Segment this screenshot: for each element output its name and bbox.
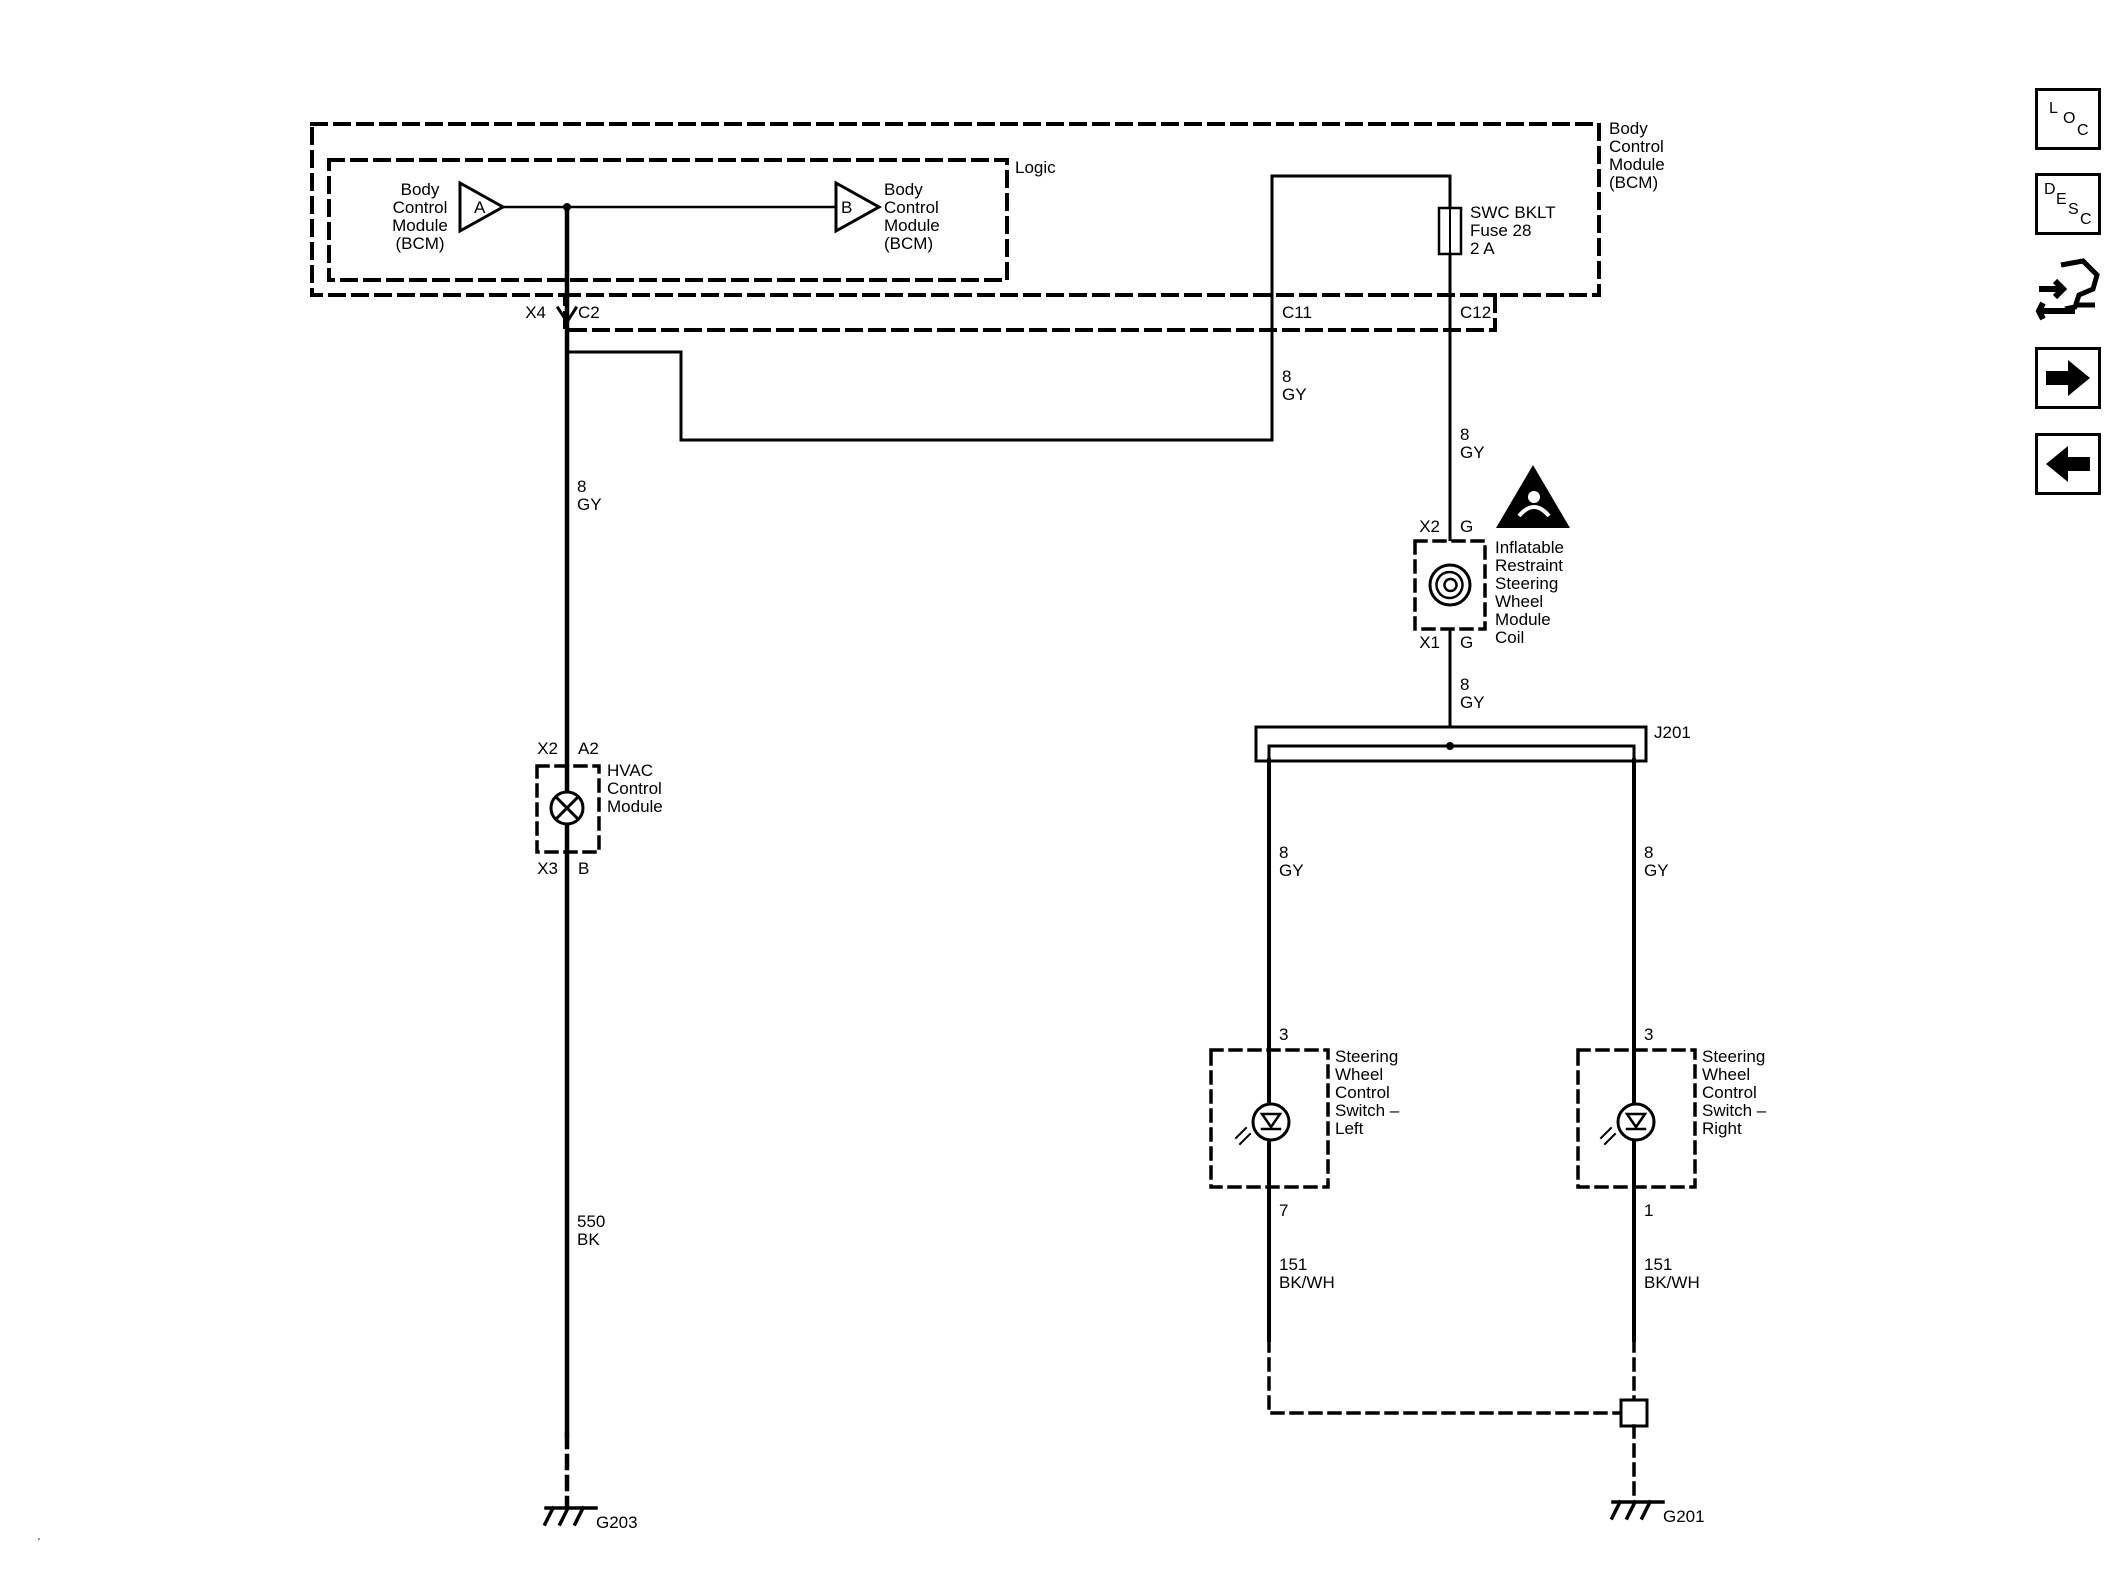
led-left-icon (1251, 1102, 1291, 1142)
connector-x4: X4 (525, 303, 546, 322)
led-left-rays (1234, 1126, 1252, 1146)
logic-label: Logic (1015, 158, 1056, 177)
logic-boundary (327, 158, 1009, 282)
svg-text:C: C (2077, 122, 2089, 139)
description-icon: D E S C (2044, 181, 2092, 228)
svg-text:C: C (2080, 211, 2092, 228)
ground-g203-icon (542, 1505, 598, 1527)
coil-x1-connector: X1 (1419, 633, 1440, 652)
led-right-diode (1624, 1112, 1648, 1131)
coil-x2-connector: X2 (1419, 517, 1440, 536)
input-b-triangle (834, 180, 883, 234)
input-b-label: B (841, 198, 852, 217)
connector-c12: C12 (1460, 303, 1491, 322)
wire-c11-loop (565, 174, 1452, 442)
svg-text:L: L (2049, 100, 2058, 117)
hvac-x3-connector: X3 (537, 859, 558, 878)
connector-c2: C2 (578, 303, 600, 322)
bcm-boundary (310, 122, 1601, 332)
location-icon: L O C (2049, 100, 2089, 139)
hvac-x2-connector: X2 (537, 739, 558, 758)
ground-g201-label: G201 (1663, 1507, 1705, 1526)
led-left-diode (1259, 1112, 1283, 1131)
right-switch-pin-top: 3 (1644, 1025, 1653, 1044)
connector-repair-icon (2035, 258, 2100, 321)
c2-connector-mark (555, 305, 579, 325)
arrow-left-icon (2046, 446, 2090, 482)
hvac-x2-pin: A2 (578, 739, 599, 758)
led-right-rays (1599, 1126, 1617, 1146)
location-button[interactable]: L O C (2035, 88, 2101, 150)
input-a-label: A (474, 198, 486, 217)
left-switch-pin-bottom: 7 (1279, 1201, 1288, 1220)
left-switch-pin-top: 3 (1279, 1025, 1288, 1044)
splice-junction (1446, 742, 1454, 750)
ground-connection-square (1619, 1398, 1649, 1428)
next-button[interactable] (2035, 347, 2101, 409)
coil-spiral-icon (1428, 563, 1472, 607)
led-right-icon (1616, 1102, 1656, 1142)
splice-label: J201 (1654, 723, 1691, 742)
connector-repair-button[interactable] (2035, 255, 2101, 330)
lamp-icon-cross (553, 794, 581, 822)
airbag-warning-icon (1496, 465, 1570, 528)
hvac-x3-pin: B (578, 859, 589, 878)
coil-spiral-inner (1435, 570, 1464, 600)
wire-switch-ground-dashed (1267, 1338, 1622, 1415)
svg-text:E: E (2056, 191, 2067, 208)
ground-g203-label: G203 (596, 1513, 638, 1532)
previous-button[interactable] (2035, 433, 2101, 495)
right-switch-pin-bottom: 1 (1644, 1201, 1653, 1220)
corner-mark: ' (38, 1537, 40, 1548)
svg-text:D: D (2044, 181, 2056, 198)
arrow-right-icon (2046, 360, 2090, 396)
ground-g201-icon (1609, 1499, 1665, 1521)
svg-text:S: S (2068, 201, 2079, 218)
coil-x1-pin: G (1460, 633, 1473, 652)
svg-text:O: O (2063, 110, 2075, 127)
coil-x2-pin: G (1460, 517, 1473, 536)
airbag-coil-boundary (1413, 539, 1487, 631)
connector-c11: C11 (1282, 303, 1312, 322)
input-a-triangle (458, 180, 507, 234)
description-button[interactable]: D E S C (2035, 173, 2101, 235)
